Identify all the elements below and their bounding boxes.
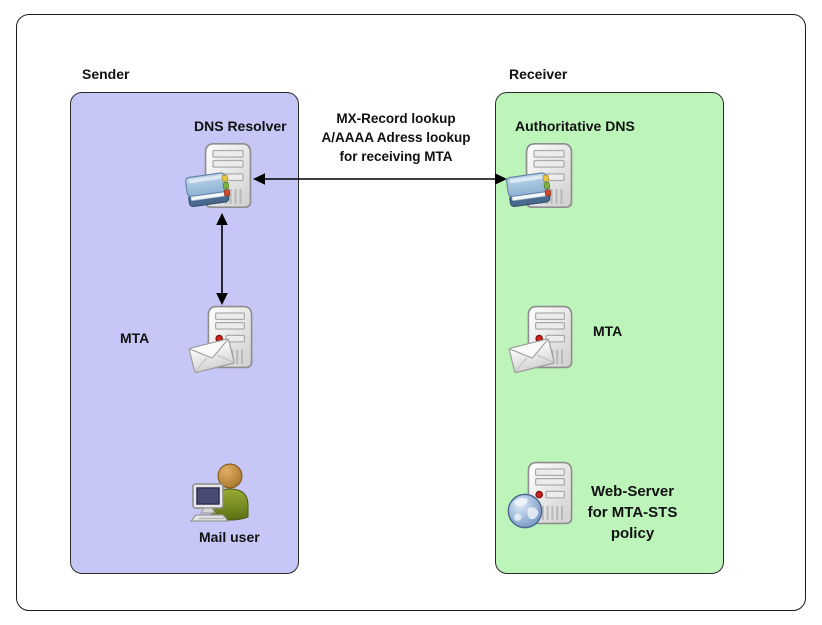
receiver-zone-label: Receiver [509, 66, 568, 82]
mail-user-label: Mail user [199, 529, 260, 545]
dns-resolver-icon [185, 142, 252, 209]
web-server-label-line2: for MTA-STS [587, 504, 678, 521]
web-server-icon [507, 461, 573, 529]
mail-user-icon [190, 463, 249, 522]
person-with-computer-icon [190, 463, 249, 522]
dns-lookup-annotation: MX-Record lookup A/AAAA Adress lookup fo… [296, 109, 496, 166]
dns-lookup-annotation-line2: A/AAAA Adress lookup [321, 130, 471, 145]
sender-zone [70, 92, 299, 574]
sender-mta-label: MTA [120, 330, 150, 346]
dns-lookup-annotation-line3: for receiving MTA [339, 149, 453, 164]
authoritative-dns-icon [506, 142, 573, 209]
sender-zone-label: Sender [82, 66, 130, 82]
web-server-label: Web-Server for MTA-STS policy [570, 481, 695, 544]
book-icon [506, 171, 553, 208]
dns-resolver-label: DNS Resolver [194, 118, 287, 134]
book-icon [185, 171, 232, 208]
sender-mta-icon [188, 305, 253, 373]
receiver-mta-icon [508, 305, 573, 373]
authoritative-dns-label: Authoritative DNS [515, 118, 635, 134]
receiver-mta-label: MTA [593, 323, 623, 339]
web-server-label-line1: Web-Server [590, 483, 675, 500]
dns-lookup-annotation-line1: MX-Record lookup [336, 111, 456, 126]
web-server-label-line3: policy [610, 525, 655, 542]
globe-icon [507, 493, 543, 529]
